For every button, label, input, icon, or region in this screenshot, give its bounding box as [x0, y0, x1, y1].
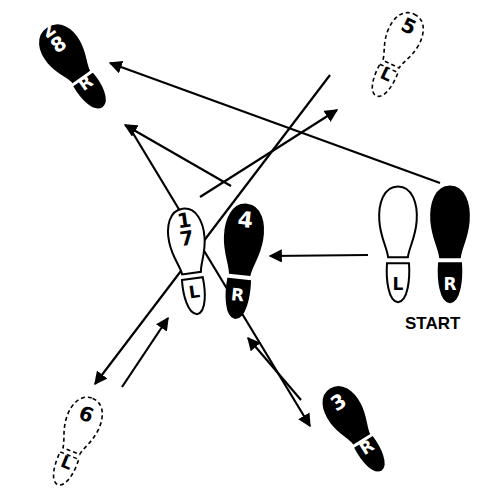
step-number: 4	[222, 207, 268, 233]
step-arrow	[95, 75, 330, 384]
footprint: 5L	[357, 3, 433, 106]
footprint: 17L	[161, 204, 218, 321]
footprint-part	[55, 392, 108, 458]
footprint-part	[431, 186, 469, 257]
footprint-part	[379, 186, 417, 257]
foot-letter: L	[376, 276, 420, 293]
footprint-outline	[357, 3, 433, 106]
foot-letter: L	[172, 281, 216, 304]
footprint: 3R	[313, 377, 400, 483]
foot-letter: R	[215, 285, 261, 307]
start-label: START	[405, 314, 460, 334]
footprint: R	[428, 184, 472, 306]
footprint-outline	[313, 377, 400, 483]
step-arrow	[200, 110, 337, 197]
step-arrow	[270, 255, 368, 256]
foot-letter: R	[428, 276, 472, 293]
footprint: L	[376, 184, 420, 306]
footprint: 28R	[28, 14, 121, 121]
step-arrow	[125, 125, 231, 186]
step-arrow	[122, 318, 168, 387]
footprint: 6L	[38, 389, 112, 495]
step-arrow	[248, 338, 301, 400]
step-arrow	[128, 125, 310, 426]
footprint-outline	[38, 389, 112, 495]
